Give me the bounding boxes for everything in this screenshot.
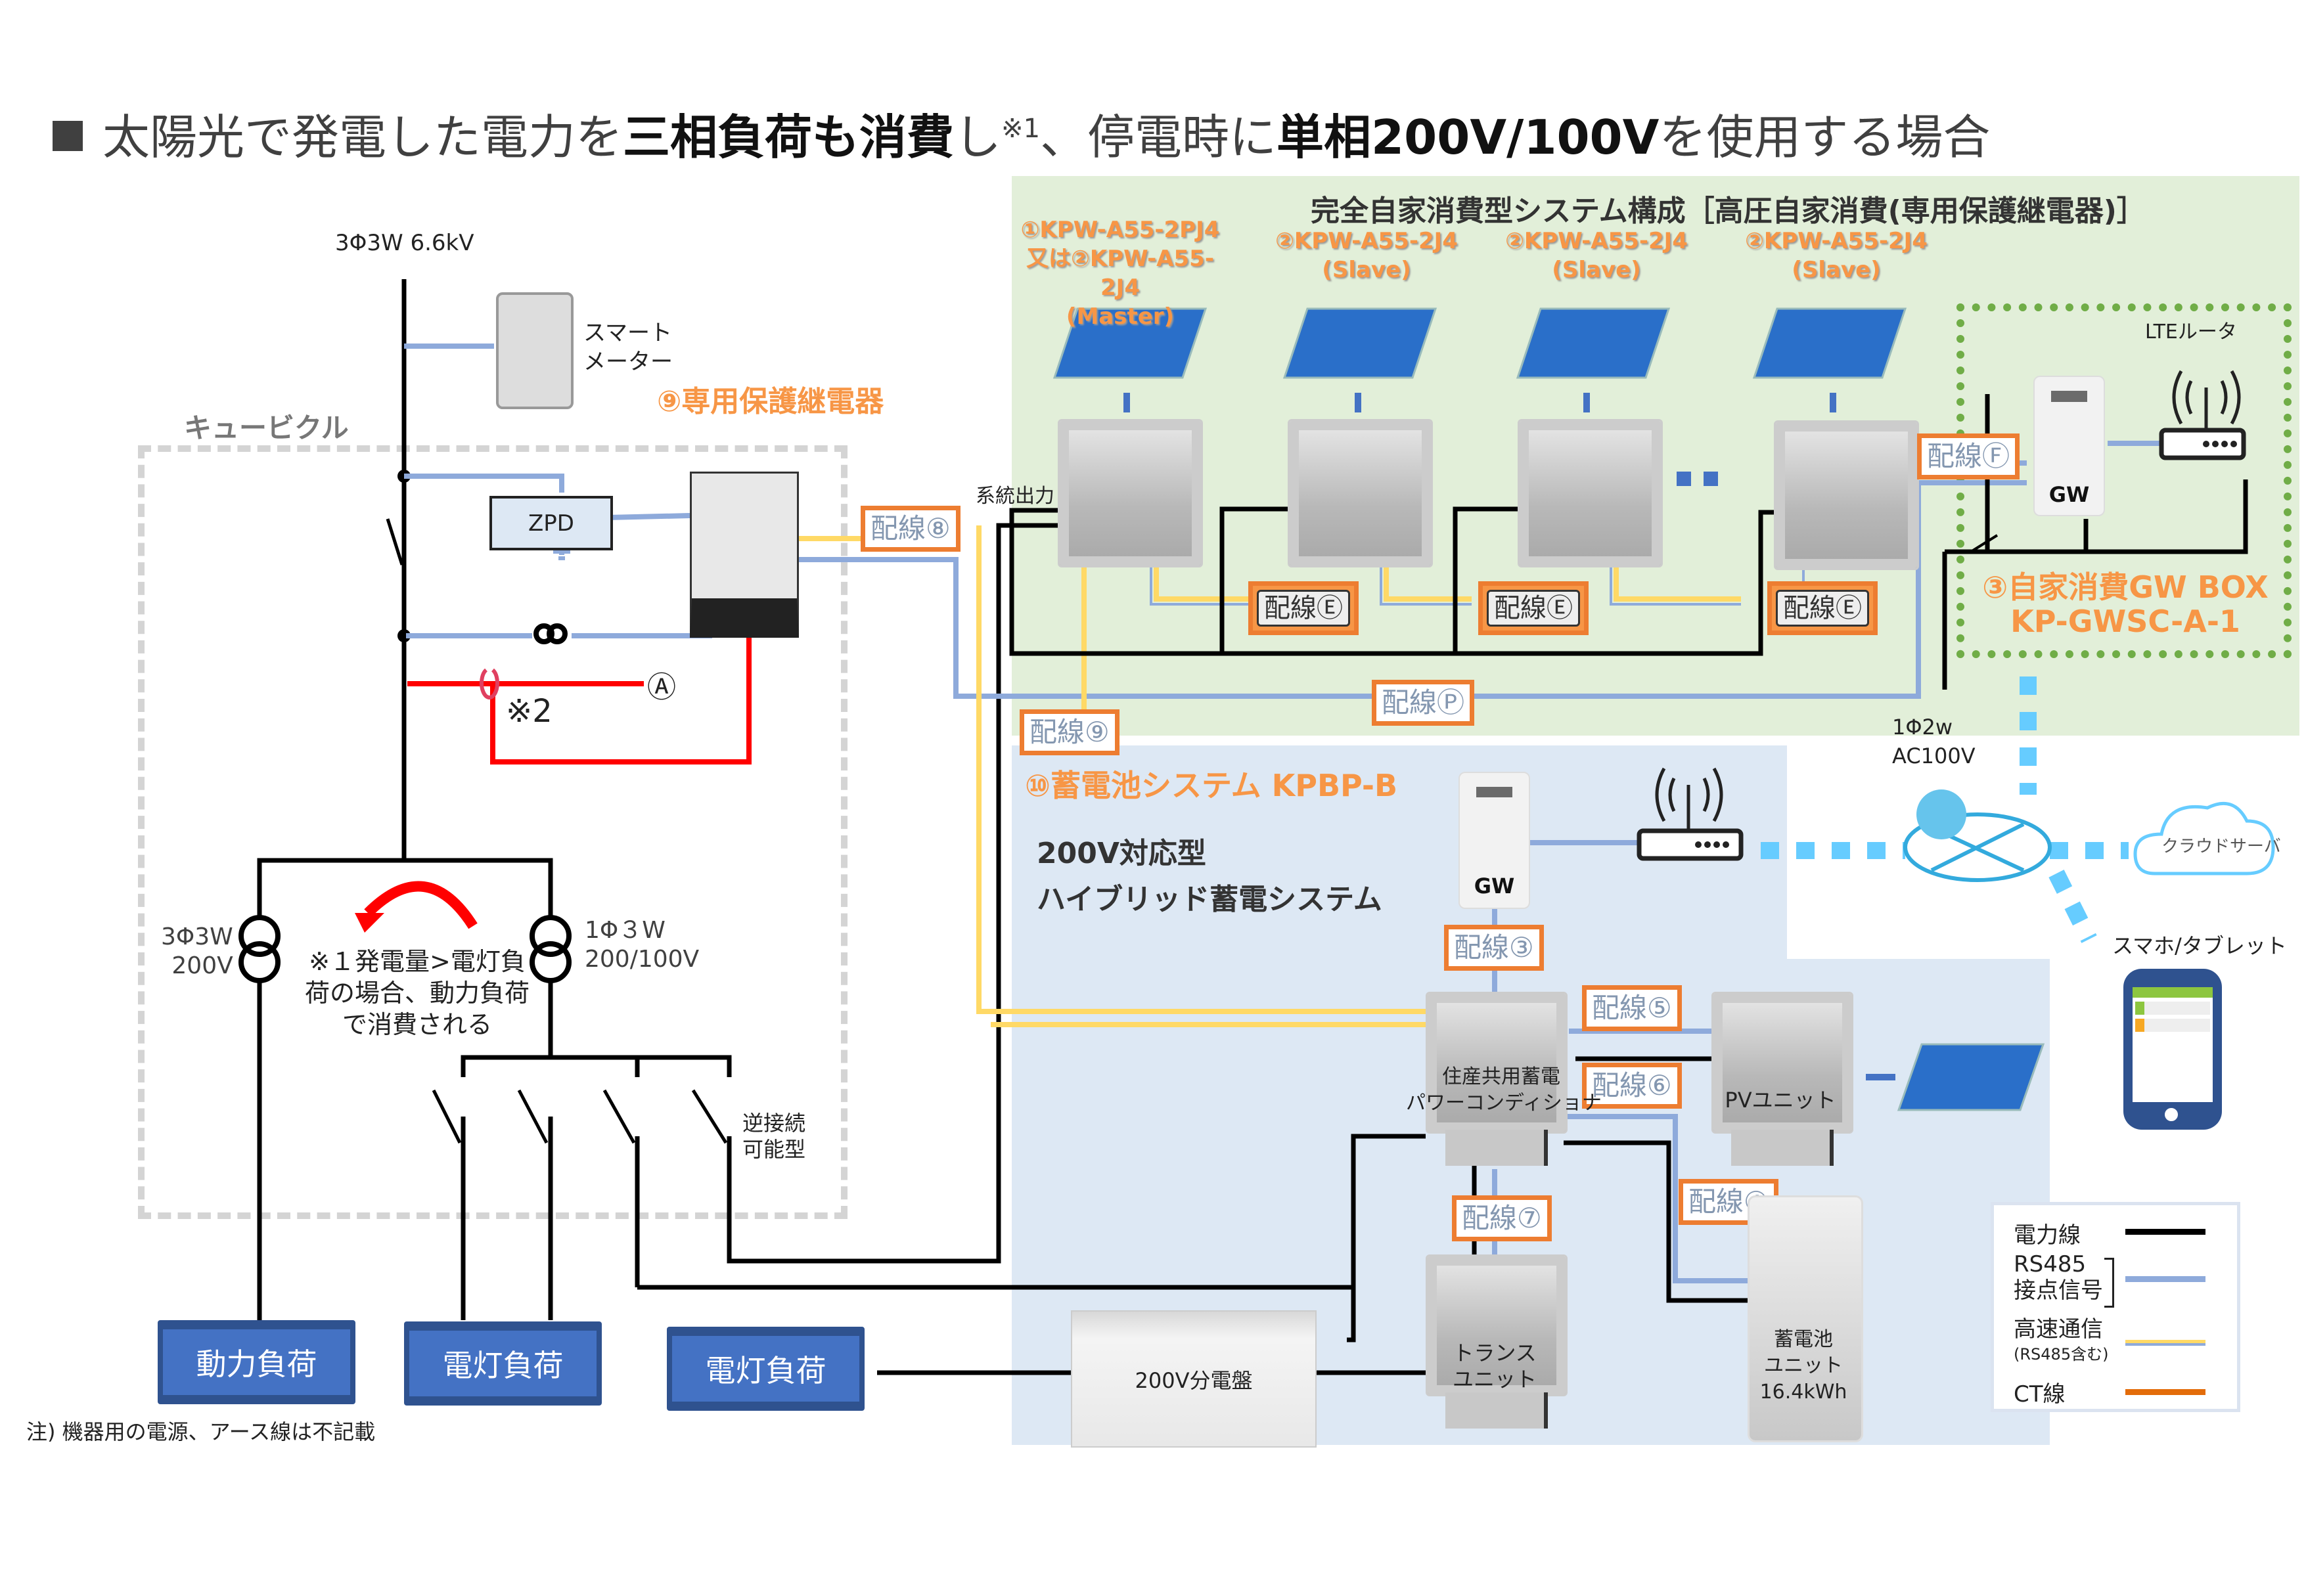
pcs-slave-1 xyxy=(1288,419,1433,567)
gw-device: GW xyxy=(2033,376,2105,516)
app-row-buy xyxy=(2135,1019,2210,1032)
cloud-server-label: クラウドサーバ xyxy=(2161,837,2281,856)
legend-ct-swatch xyxy=(2125,1389,2205,1395)
smartphone-screen xyxy=(2133,987,2213,1102)
ct-note: ※2 xyxy=(506,693,553,730)
title-bullet xyxy=(53,121,83,151)
legend-highspeed-swatch xyxy=(2125,1340,2205,1346)
wiring-tag-p: 配線Ⓟ xyxy=(1372,680,1475,726)
solar-panels xyxy=(1052,307,2045,1111)
hybrid-pcs-label: 住産共用蓄電パワーコンディショナ xyxy=(1406,1065,1602,1115)
smart-meter-icon xyxy=(496,292,574,409)
legend-rs485-swatch xyxy=(2125,1276,2205,1282)
wiring-tag-e-3: 配線Ⓔ xyxy=(1767,581,1878,635)
wiring-tag-8: 配線⑧ xyxy=(861,506,961,552)
gw-screen xyxy=(2051,391,2087,402)
wiring-tag-e-2: 配線Ⓔ xyxy=(1478,581,1589,635)
pcs-slave-2 xyxy=(1518,419,1663,567)
legend-bracket xyxy=(2104,1258,2114,1308)
cubicle-boundary xyxy=(138,445,848,1219)
battery-system-title: ⑩蓄電池システム KPBP-B xyxy=(1025,768,1398,803)
pcs-model-slave-3: ②KPW-A55-2J4(Slave) xyxy=(1745,228,1928,283)
footnote: 注) 機器用の電源、アース線は不記載 xyxy=(26,1419,376,1444)
wiring-tag-3: 配線③ xyxy=(1444,925,1544,971)
gw-label: GW xyxy=(2048,482,2090,507)
wiring-tag-6: 配線⑥ xyxy=(1582,1063,1682,1109)
pcs-model-slave-2: ②KPW-A55-2J4(Slave) xyxy=(1505,228,1688,283)
app-row-sell xyxy=(2135,1002,2210,1015)
consumption-note: ※１発電量>電灯負荷の場合、動力負荷で消費される xyxy=(304,947,530,1039)
pcs-slave-3 xyxy=(1774,420,1919,570)
page-title: 太陽光で発電した電力を三相負荷も消費し※1、停電時に単相200V/100Vを使用… xyxy=(53,99,1990,167)
pcs-model-slave-1: ②KPW-A55-2J4(Slave) xyxy=(1275,228,1458,283)
smartphone-icon xyxy=(2123,969,2222,1130)
connection-point-a: Ⓐ xyxy=(647,671,676,704)
hv-bus xyxy=(257,858,553,874)
pcs-master xyxy=(1058,419,1203,567)
legend-power-line-swatch xyxy=(2125,1229,2205,1235)
lv-bus xyxy=(461,1055,732,1077)
legend-highspeed-label: 高速通信(RS485含む) xyxy=(2014,1316,2109,1363)
battery-unit xyxy=(1748,1195,1863,1442)
gw-box-title: ③自家消費GW BOX KP-GWSC-A-1 xyxy=(1982,569,2269,639)
supply-voltage-label: 3Φ3W 6.6kV xyxy=(335,230,474,256)
zpd-box: ZPD xyxy=(489,496,613,550)
hybrid-pcs-foot xyxy=(1445,1130,1548,1166)
lte-router-label: LTEルータ xyxy=(2145,321,2237,344)
pv-unit-label: PVユニット xyxy=(1725,1088,1836,1113)
self-consumption-heading: 完全自家消費型システム構成［高圧自家消費(専用保護継電器)］ xyxy=(1311,194,2146,228)
wiring-tag-7: 配線⑦ xyxy=(1452,1195,1552,1241)
battery-gw-label: GW xyxy=(1474,874,1515,898)
lighting-load-2: 電灯負荷 xyxy=(667,1327,865,1411)
battery-gw-device: GW xyxy=(1458,772,1530,909)
pv-unit xyxy=(1711,992,1853,1134)
smartphone-label: スマホ/タブレット xyxy=(2112,933,2287,958)
wiring-tag-e-1: 配線Ⓔ xyxy=(1248,581,1359,635)
wiring-tag-f: 配線Ⓕ xyxy=(1917,433,2020,479)
protective-relay-device xyxy=(690,472,799,638)
lighting-load-1: 電灯負荷 xyxy=(404,1321,602,1406)
app-header-bar xyxy=(2133,987,2213,998)
reverse-connection-label: 逆接続可能型 xyxy=(742,1111,806,1162)
relay-label: ⑨専用保護継電器 xyxy=(657,385,884,418)
trans-unit xyxy=(1426,1254,1568,1396)
power-load: 動力負荷 xyxy=(158,1320,355,1404)
system-output-line xyxy=(727,523,1058,1264)
legend-power-line-label: 電力線 xyxy=(2014,1222,2081,1249)
legend-ct-label: CT線 xyxy=(2014,1381,2066,1408)
cubicle-label: キュービクル xyxy=(184,412,349,444)
wiring-tag-9: 配線⑨ xyxy=(1020,709,1119,755)
pv-unit-foot xyxy=(1731,1130,1834,1166)
distribution-panel-200v: 200V分電盤 xyxy=(1071,1310,1317,1448)
system-output-label: 系統出力 xyxy=(976,485,1054,508)
trans-unit-label: トランスユニット xyxy=(1452,1341,1537,1392)
battery-gw-screen xyxy=(1476,786,1512,797)
trans-unit-foot xyxy=(1445,1392,1548,1429)
home-button xyxy=(2161,1104,2182,1125)
battery-system-subtitle: 200V対応型ハイブリッド蓄電システム xyxy=(1037,837,1382,916)
wiring-tag-5: 配線⑤ xyxy=(1582,985,1682,1031)
smart-meter-label: スマートメーター xyxy=(583,320,673,375)
